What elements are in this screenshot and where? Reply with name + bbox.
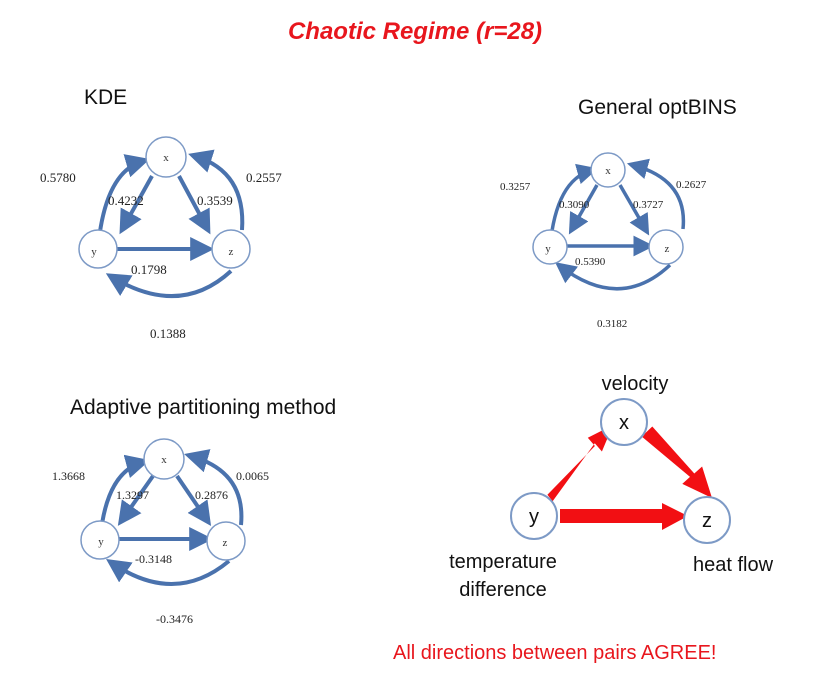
optbins-weight-z-to-y-bottom: 0.3182 (597, 318, 627, 330)
kde-edge-x-to-y (119, 175, 154, 235)
optbins-weight-y-to-x-outer: 0.3257 (500, 181, 531, 193)
kde-edge-x-to-z (177, 175, 211, 235)
kde-node-y (78, 229, 118, 269)
summary-node-y (510, 492, 558, 540)
optbins-weight-x-to-z: 0.3727 (633, 199, 664, 211)
kde-edge-z-to-x-outer (188, 149, 245, 231)
adaptive-heading: Adaptive partitioning method (70, 396, 337, 419)
kde-node-y-label: y (91, 246, 97, 258)
adaptive-edge-x-to-z (175, 474, 212, 526)
adaptive-edge-x-to-y (117, 474, 155, 526)
adaptive-weight-y-to-x-outer: 1.3668 (52, 469, 85, 483)
kde-weight-z-to-y-bottom: 0.1388 (150, 326, 186, 341)
optbins-weight-x-to-y: 0.3090 (559, 199, 590, 211)
kde-node-z-label: z (229, 246, 234, 258)
adaptive-weight-x-to-y: 1.3297 (116, 488, 149, 502)
adaptive-node-x (143, 438, 185, 480)
optbins-weight-z-to-x-outer: 0.2627 (676, 179, 707, 191)
kde-weight-x-to-y: 0.4232 (108, 193, 144, 208)
summary-y-caption-line1: temperature (449, 551, 557, 573)
summary-node-y-label: y (529, 506, 539, 528)
optbins-heading: General optBINS (578, 96, 737, 119)
adaptive-node-y-label: y (98, 536, 104, 548)
summary-node-z-label: z (702, 510, 712, 532)
summary-node-z (683, 496, 731, 544)
kde-node-x (145, 136, 187, 178)
adaptive-weight-z-to-y-bottom: -0.3476 (156, 612, 193, 626)
adaptive-node-x-label: x (161, 454, 167, 466)
kde-node-x-label: x (163, 152, 169, 164)
kde-diagram: x y z 0.5780 0.2557 0.4232 0.3539 0.1798… (40, 136, 282, 341)
summary-edge-y-to-x (547, 425, 613, 502)
summary-diagram: x y z velocity temperature difference he… (449, 373, 773, 601)
adaptive-weight-z-to-x-outer: 0.0065 (236, 469, 269, 483)
summary-edge-x-to-z (641, 426, 712, 498)
summary-x-caption: velocity (602, 373, 669, 395)
diagram-title: Chaotic Regime (r=28) (287, 18, 543, 45)
optbins-edge-x-to-z (618, 184, 650, 236)
optbins-node-x (590, 152, 626, 188)
adaptive-node-z-label: z (223, 537, 228, 549)
adaptive-weight-y-to-z: -0.3148 (135, 552, 172, 566)
optbins-edge-z-to-x-outer (626, 158, 686, 230)
optbins-node-x-label: x (605, 165, 611, 177)
summary-node-x-label: x (619, 412, 629, 434)
adaptive-weight-x-to-z: 0.2876 (195, 488, 228, 502)
kde-weight-y-to-x-outer: 0.5780 (40, 170, 76, 185)
kde-weight-y-to-z: 0.1798 (131, 262, 167, 277)
optbins-edge-x-to-y (568, 184, 599, 235)
adaptive-diagram: x y z 1.3668 0.0065 1.3297 0.2876 -0.314… (52, 438, 269, 626)
adaptive-node-z (206, 521, 246, 561)
optbins-node-y-label: y (545, 243, 551, 255)
optbins-edge-z-to-y-bottom (554, 262, 672, 291)
kde-heading: KDE (84, 86, 128, 109)
kde-node-z (211, 229, 251, 269)
summary-y-caption-line2: difference (459, 579, 546, 601)
summary-node-x (600, 398, 648, 446)
summary-edge-y-to-z (560, 503, 688, 530)
adaptive-edge-z-to-x-outer (184, 449, 244, 526)
optbins-diagram: x y z 0.3257 0.2627 0.3090 0.3727 0.5390… (500, 152, 707, 330)
summary-z-caption: heat flow (693, 554, 774, 576)
kde-edge-z-to-y-bottom (105, 269, 233, 298)
optbins-node-y (532, 229, 568, 265)
kde-weight-x-to-z: 0.3539 (197, 193, 233, 208)
optbins-weight-y-to-z: 0.5390 (575, 256, 606, 268)
optbins-node-z-label: z (665, 243, 670, 255)
footer-note: All directions between pairs AGREE! (393, 642, 717, 664)
optbins-node-z (648, 229, 684, 265)
kde-weight-z-to-x-outer: 0.2557 (246, 170, 282, 185)
adaptive-node-y (80, 520, 120, 560)
adaptive-edge-z-to-y-bottom (106, 558, 231, 586)
